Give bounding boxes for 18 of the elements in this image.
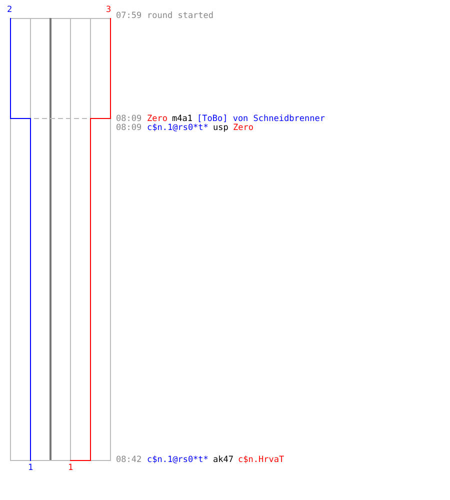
player-name: [ToBo] von Schneidbrenner [197, 115, 325, 124]
weapon-name: usp [213, 124, 228, 133]
player-count: 3 [106, 6, 112, 15]
player-count: 1 [28, 464, 34, 473]
player-name: c$n.1@rs0*t* [147, 456, 208, 465]
player-count: 2 [7, 6, 12, 15]
event-time: 08:42 [116, 456, 142, 465]
event-time: 08:09 [116, 115, 142, 124]
weapon-name: m4a1 [172, 115, 192, 124]
player-name: c$n.1@rs0*t* [147, 124, 208, 133]
player-name: Zero [147, 115, 168, 124]
event-time: 07:59 [116, 12, 142, 21]
player-name: Zero [233, 124, 254, 133]
player-name: c$n.HrvaT [238, 456, 284, 465]
player-count: 1 [68, 464, 74, 473]
weapon-name: ak47 [213, 456, 234, 465]
event-text: round started [147, 12, 214, 21]
event-time: 08:09 [116, 124, 142, 133]
